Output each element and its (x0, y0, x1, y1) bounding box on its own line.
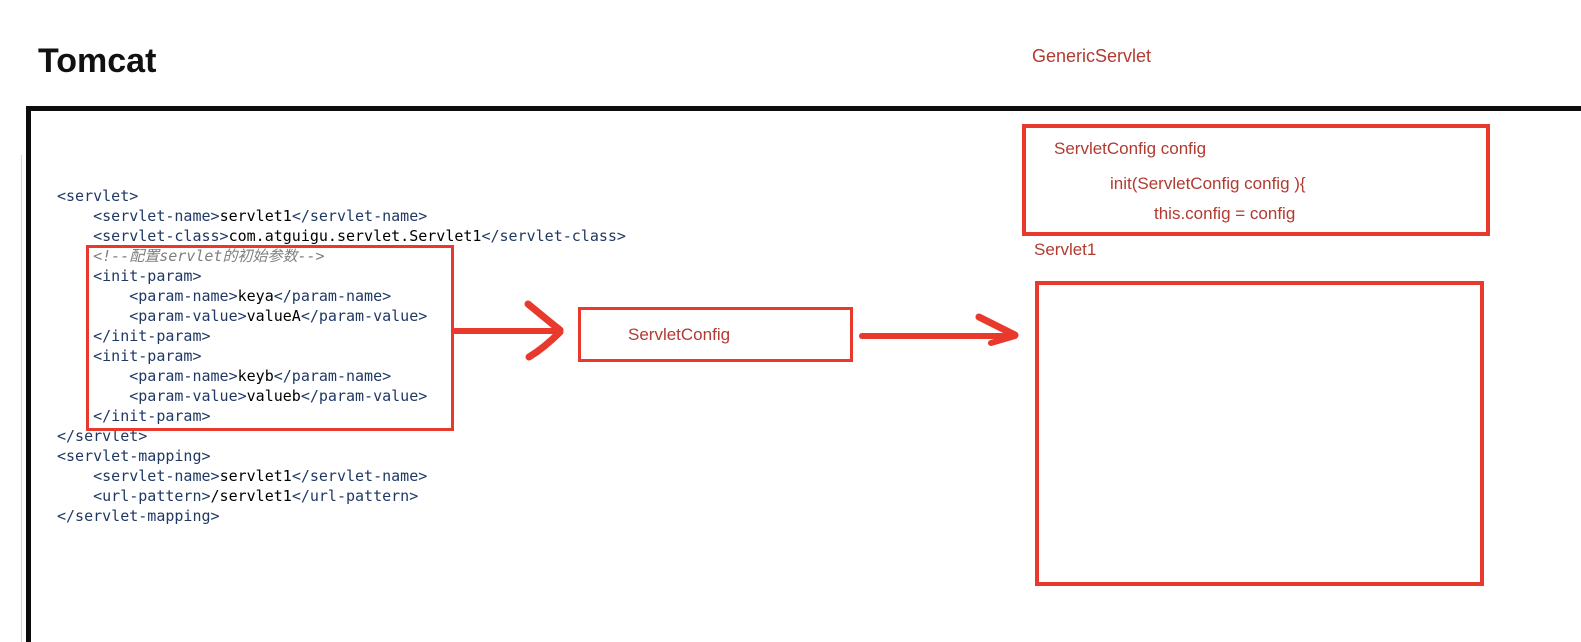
xml-code: <servlet> <servlet-name>servlet1</servle… (57, 186, 626, 526)
servlet1-instance-label: Servlet1 (1034, 240, 1097, 259)
init-param-highlight-box (86, 245, 454, 431)
code-line: <param-value>valueA</param-value> (57, 307, 428, 325)
code-line: </servlet> (57, 427, 148, 445)
code-line: <init-param> (57, 267, 202, 285)
generic-servlet-class-label: GenericServlet (1032, 46, 1152, 66)
genericservlet-code-box: ServletConfig config init(ServletConfig … (1022, 124, 1490, 236)
code-line: <param-value>valueb</param-value> (57, 387, 428, 405)
code-line: </init-param> (57, 327, 211, 345)
genericservlet-field-line: ServletConfig config (1054, 139, 1207, 158)
code-line: <servlet-name>servlet1</servlet-name> (57, 467, 428, 485)
code-line: <servlet> (57, 187, 139, 205)
code-line: <!--配置servlet的初始参数--> (57, 247, 325, 265)
genericservlet-assign-line: this.config = config (1154, 204, 1296, 223)
code-line: <param-name>keya</param-name> (57, 287, 392, 305)
servletconfig-label: ServletConfig (628, 325, 731, 344)
code-line: <param-name>keyb</param-name> (57, 367, 392, 385)
code-line: </init-param> (57, 407, 211, 425)
code-line: <servlet-name>servlet1</servlet-name> (57, 207, 428, 225)
code-line: </servlet-mapping> (57, 507, 220, 525)
code-line: <servlet-class>com.atguigu.servlet.Servl… (57, 227, 626, 245)
code-line: <servlet-mapping> (57, 447, 211, 465)
genericservlet-init-line: init(ServletConfig config ){ (1110, 174, 1306, 193)
servlet1-instance-box (1035, 281, 1484, 586)
tomcat-container-frame (26, 106, 1581, 642)
window-edge-line (21, 155, 22, 642)
code-line: <init-param> (57, 347, 202, 365)
code-line: <url-pattern>/servlet1</url-pattern> (57, 487, 419, 505)
page-title: Tomcat (38, 42, 157, 80)
servletconfig-box: ServletConfig (578, 307, 853, 362)
